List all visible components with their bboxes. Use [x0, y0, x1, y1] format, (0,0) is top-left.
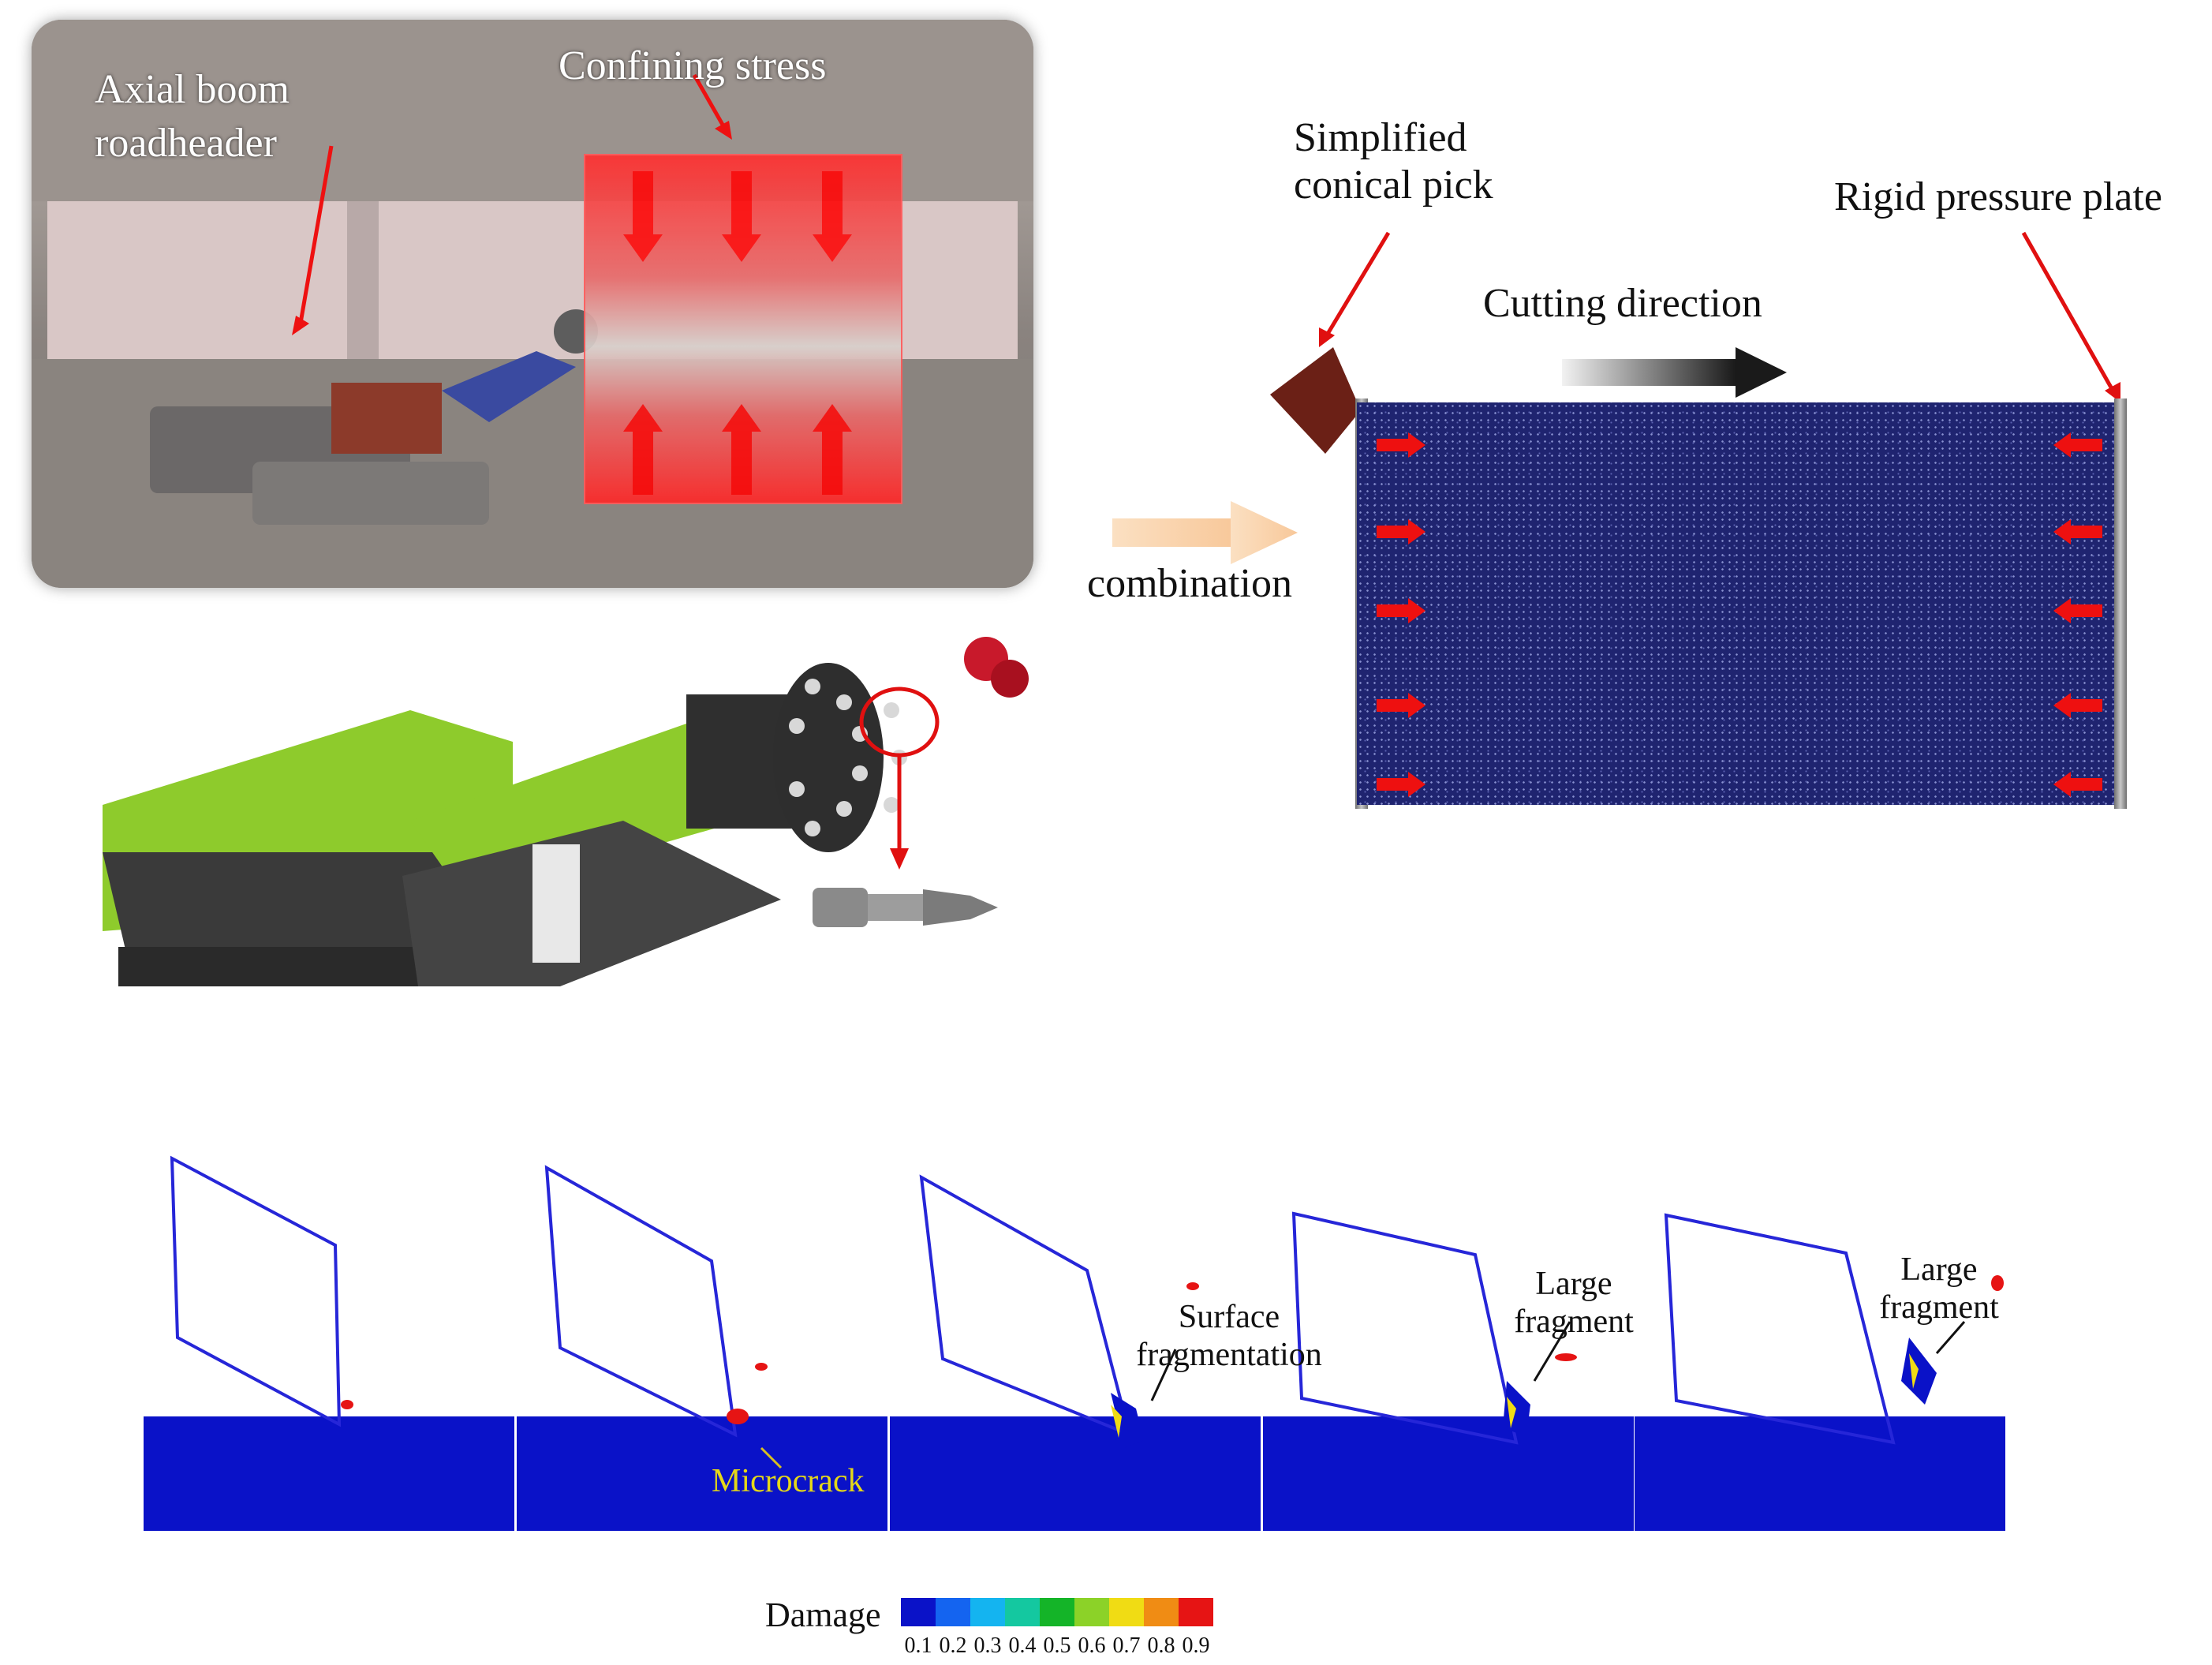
colorbar-cell: [1179, 1598, 1213, 1626]
colorbar-cell: [970, 1598, 1005, 1626]
right-pressure-plate: [2114, 398, 2127, 809]
colorbar-tick-label: 0.7: [1112, 1633, 1141, 1658]
combination-arrow: [1112, 501, 1298, 564]
combination-label: combination: [1087, 561, 1292, 606]
sequence-frame-1-rock: [144, 1416, 514, 1531]
plate-label: Rigid pressure plate: [1834, 174, 2162, 219]
colorbar-tick-label: 0.8: [1147, 1633, 1175, 1658]
sequence-frame-2-rock: [517, 1416, 887, 1531]
confining-stress-label: Confining stress: [559, 43, 827, 88]
colorbar-cell: [1109, 1598, 1144, 1626]
colorbar-tick-label: 0.3: [973, 1633, 1002, 1658]
tunnel-scene: Axial boom roadheader Confining stress: [32, 20, 1033, 588]
particle-rock-specimen: [1357, 402, 2114, 805]
sequence-frame-4-rock: [1263, 1416, 1634, 1531]
colorbar-title: Damage: [765, 1596, 881, 1634]
microcrack-label: Microcrack: [712, 1463, 865, 1499]
colorbar-cell: [1040, 1598, 1074, 1626]
colorbar-tick-label: 0.5: [1043, 1633, 1071, 1658]
pick-label: Simplified conical pick: [1294, 115, 1493, 208]
colorbar-cell: [1144, 1598, 1179, 1626]
large-fragment-label-4: Large fragment: [1514, 1266, 1634, 1341]
colorbar-cell: [936, 1598, 970, 1626]
roadheader-machine: [103, 637, 1029, 986]
colorbar-tick-label: 0.6: [1078, 1633, 1106, 1658]
colorbar-cell: [901, 1598, 936, 1626]
sequence-frame-3-rock: [890, 1416, 1261, 1531]
colorbar-tick-label: 0.9: [1182, 1633, 1210, 1658]
sequence-frame-5-rock: [1635, 1416, 2005, 1531]
confinement-arrows-svg: [1377, 432, 2102, 797]
model-annotations-svg: [1270, 231, 2120, 454]
cutting-direction-label: Cutting direction: [1483, 281, 1762, 326]
colorbar-tick-label: 0.4: [1008, 1633, 1037, 1658]
surface-fragmentation-label: Surface fragmentation: [1136, 1299, 1322, 1374]
stress-arrows-svg: [623, 171, 852, 495]
sequence-picks-svg: [170, 1155, 2004, 1469]
colorbar-cell: [1074, 1598, 1109, 1626]
colorbar-cell: [1005, 1598, 1040, 1626]
roadheader-label: Axial boom roadheader: [95, 67, 290, 166]
large-fragment-label-5: Large fragment: [1879, 1252, 1999, 1326]
colorbar-tick-label: 0.2: [939, 1633, 967, 1658]
colorbar-tick-label: 0.1: [904, 1633, 932, 1658]
confining-stress-block: [584, 154, 902, 504]
conical-pick-image: [813, 888, 998, 927]
